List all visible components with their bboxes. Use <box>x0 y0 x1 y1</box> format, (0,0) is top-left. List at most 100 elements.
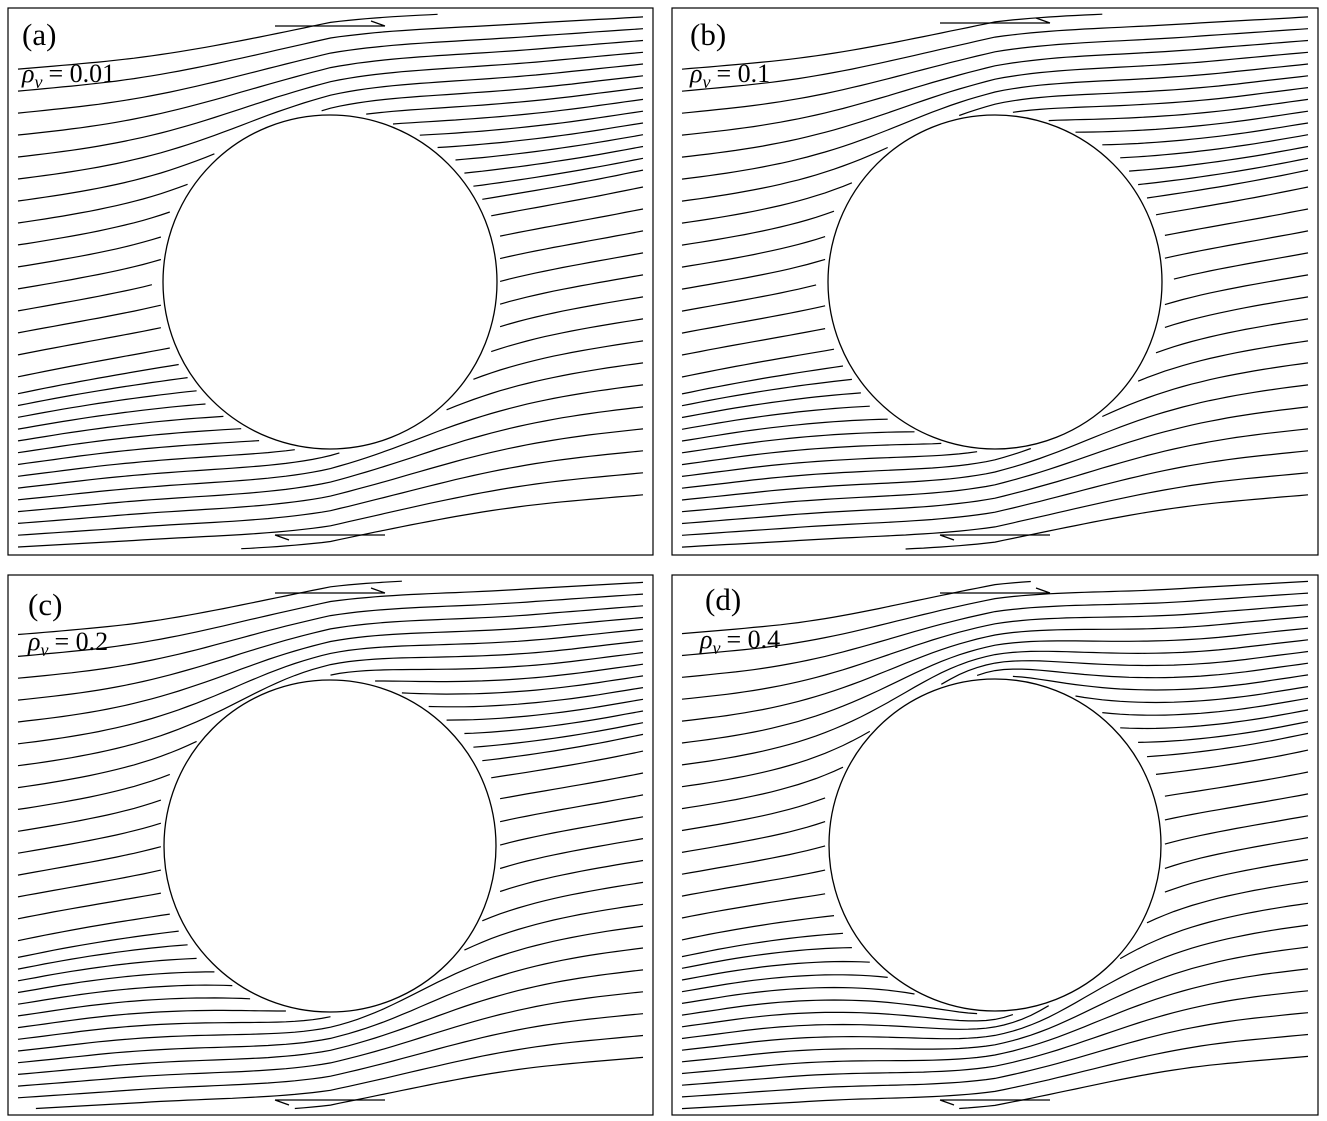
panel-b-label: (b) <box>690 17 726 52</box>
panel-b-streamline <box>681 122 1309 290</box>
panel-c-streamline <box>17 687 644 854</box>
panel-a-label: (a) <box>22 17 56 52</box>
panel-d-streamline <box>681 858 1309 1016</box>
panel-b-bottom-arrow <box>939 534 1050 541</box>
panel-d-streamline <box>681 793 1309 981</box>
panel-b-parameter: ρv= 0.1 <box>689 59 770 92</box>
panel-d-streamline <box>681 1012 1309 1098</box>
panel-d-shear-arrows <box>939 587 1051 1106</box>
panel-b-streamline <box>681 472 1309 548</box>
panel-c-streamline <box>17 838 644 1005</box>
panel-a-streamline <box>17 340 644 477</box>
panel-c-streamline <box>35 1034 644 1110</box>
panel-a-streamline <box>17 208 644 407</box>
panel-b-streamline <box>681 16 1309 92</box>
panel-c-streamline <box>17 859 644 1017</box>
panel-b-streamline <box>681 274 1309 442</box>
panel-a-streamline <box>17 13 438 70</box>
panel-d-streamline <box>681 580 1031 635</box>
panel-d-streamline <box>681 749 1309 958</box>
panel-c-streamline <box>17 593 644 679</box>
panel-d-streamline <box>681 709 1309 897</box>
panel-b-streamline <box>681 145 1309 334</box>
panel-b-streamline <box>681 450 1309 536</box>
panel-a-streamline <box>17 87 644 224</box>
panel-b-streamline <box>681 296 1309 454</box>
panel-c-streamline <box>17 969 644 1075</box>
panel-a-streamline <box>17 28 644 114</box>
panel-c: (c) ρv= 0.2 <box>7 574 654 1116</box>
panel-d-streamline <box>681 837 1309 1004</box>
panel-d-streamline <box>681 697 1309 875</box>
panel-d-streamline <box>681 990 1309 1086</box>
panel-a-streamline <box>17 16 644 92</box>
panel-c-streamline <box>17 816 644 994</box>
panel-c-streamlines <box>17 580 644 1110</box>
panel-c-shear-arrows <box>274 587 386 1106</box>
panel-c-streamline <box>17 605 644 701</box>
panel-a-parameter: ρv= 0.01 <box>21 59 115 92</box>
panel-c-streamline <box>17 581 644 657</box>
panel-c-streamline <box>17 903 644 1040</box>
panel-b-top-arrow <box>940 17 1051 24</box>
panel-a-streamline <box>17 39 644 136</box>
panel-a-streamline <box>241 494 644 550</box>
panel-b-streamline <box>681 13 1103 70</box>
panel-d-streamline <box>681 627 1309 744</box>
panel-a-streamline <box>17 384 644 501</box>
panel-d-streamline <box>681 721 1309 919</box>
panel-d-streamline <box>681 880 1309 1028</box>
panel-a-streamline <box>17 98 644 246</box>
panel-d-streamline <box>681 771 1309 969</box>
panel-b-obstacle <box>827 114 1163 450</box>
panel-b-streamlines <box>681 13 1309 550</box>
panel-b-streamline <box>905 494 1309 550</box>
panel-d-streamline <box>959 1055 1309 1110</box>
panel-c-streamline <box>17 750 644 958</box>
panel-c-streamline <box>17 925 644 1052</box>
panel-b-streamline <box>681 252 1309 430</box>
panel-c-streamline <box>17 1013 644 1099</box>
panel-c-streamline <box>17 722 644 920</box>
panel-a-streamline <box>17 230 644 418</box>
panel-c-streamline <box>17 628 644 745</box>
panel-a-streamlines <box>17 13 644 550</box>
panel-a-streamline <box>17 296 644 454</box>
panel-d-label: (d) <box>705 582 741 617</box>
panel-b-streamline <box>681 98 1309 246</box>
panel-c-streamline <box>17 991 644 1087</box>
panel-c-streamline <box>17 772 644 970</box>
panel-d-bottom-arrow <box>939 1099 1050 1106</box>
panel-c-streamline <box>17 698 644 876</box>
panel-d-streamline <box>681 815 1309 993</box>
panel-b-streamline <box>681 186 1309 395</box>
panel-b-streamline <box>681 362 1309 489</box>
panel-b-streamline <box>681 169 1309 378</box>
panel-d-parameter: ρv= 0.4 <box>699 625 780 658</box>
panel-a-bottom-arrow <box>274 534 385 541</box>
panel-d-streamline <box>681 946 1309 1063</box>
panel-a-streamline <box>17 63 644 180</box>
panel-d-streamline <box>681 1033 1309 1110</box>
panel-c-streamline <box>17 616 644 723</box>
panel-a-streamline <box>17 157 644 356</box>
panel-c-streamline <box>17 881 644 1029</box>
panel-b-shear-arrows <box>939 17 1051 541</box>
panel-b-streamline <box>681 87 1309 224</box>
panel-b-streamline <box>681 428 1309 525</box>
panel-a-streamline <box>17 122 644 290</box>
panel-b: (b) ρv= 0.1 <box>671 7 1319 556</box>
panel-d-streamline <box>681 686 1309 853</box>
panel-b-streamline <box>681 230 1309 419</box>
panel-b-streamline <box>681 75 1309 202</box>
panel-c-label: (c) <box>28 587 62 622</box>
panel-a: (a) ρv= 0.01 <box>7 7 654 556</box>
panel-a-streamline <box>17 274 644 442</box>
panel-c-parameter: ρv= 0.2 <box>27 627 108 660</box>
panel-a-streamline <box>17 186 644 395</box>
panel-b-streamline <box>681 406 1309 513</box>
panel-b-streamline <box>681 384 1309 501</box>
panel-d-streamline <box>681 662 1309 810</box>
panel-b-streamline <box>681 340 1309 477</box>
panel-a-streamline <box>17 145 644 334</box>
